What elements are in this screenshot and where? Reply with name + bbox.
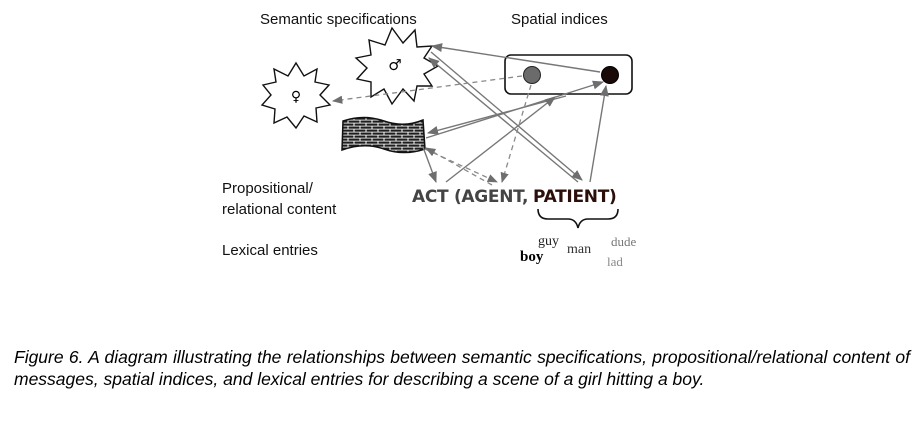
arrow-dot-to-male <box>430 43 601 73</box>
lexical-word-boy: boy <box>520 249 544 265</box>
dashed-arrow-wall-to-agent <box>424 148 498 183</box>
propositional-label-line2: relational content <box>222 201 337 218</box>
arrow-box-to-wall <box>426 95 567 135</box>
lexical-word-lad: lad <box>607 254 623 269</box>
arrow-wall-to-dot <box>425 80 605 139</box>
arrow-male-to-patient <box>430 51 583 181</box>
propositional-label-line1: Propositional/ <box>222 180 313 197</box>
dashed-arrow-agent-to-wall <box>425 147 493 186</box>
lexical-word-guy: guy <box>538 234 559 249</box>
patient-brace <box>537 208 619 229</box>
act-agent-text: ACT (AGENT, <box>412 187 529 207</box>
lexical-word-dude: dude <box>611 234 637 249</box>
spatial-indices-label: Spatial indices <box>511 11 608 28</box>
lexical-word-man: man <box>567 242 592 257</box>
male-symbol: ♂ <box>388 56 401 74</box>
arrow-act-to-box <box>445 96 556 183</box>
patient-text: PATIENT) <box>533 187 617 207</box>
semantic-specifications-label: Semantic specifications <box>260 11 417 28</box>
dashed-arrow-dot-to-agent <box>500 84 532 183</box>
arrow-patient-to-male <box>428 57 579 183</box>
patient-index-dot <box>601 66 619 84</box>
starburst-male-icon: ♂ <box>354 26 440 106</box>
arrow-patient-to-dot <box>589 84 609 183</box>
female-symbol: ♀ <box>291 89 301 105</box>
starburst-female-icon: ♀ <box>260 61 332 130</box>
agent-index-dot <box>523 66 541 84</box>
dashed-arrow-dot-to-female <box>331 75 523 104</box>
figure-caption: Figure 6. A diagram illustrating the rel… <box>14 347 910 389</box>
brick-wall-icon <box>341 116 426 154</box>
lexical-entries-label: Lexical entries <box>222 242 318 259</box>
